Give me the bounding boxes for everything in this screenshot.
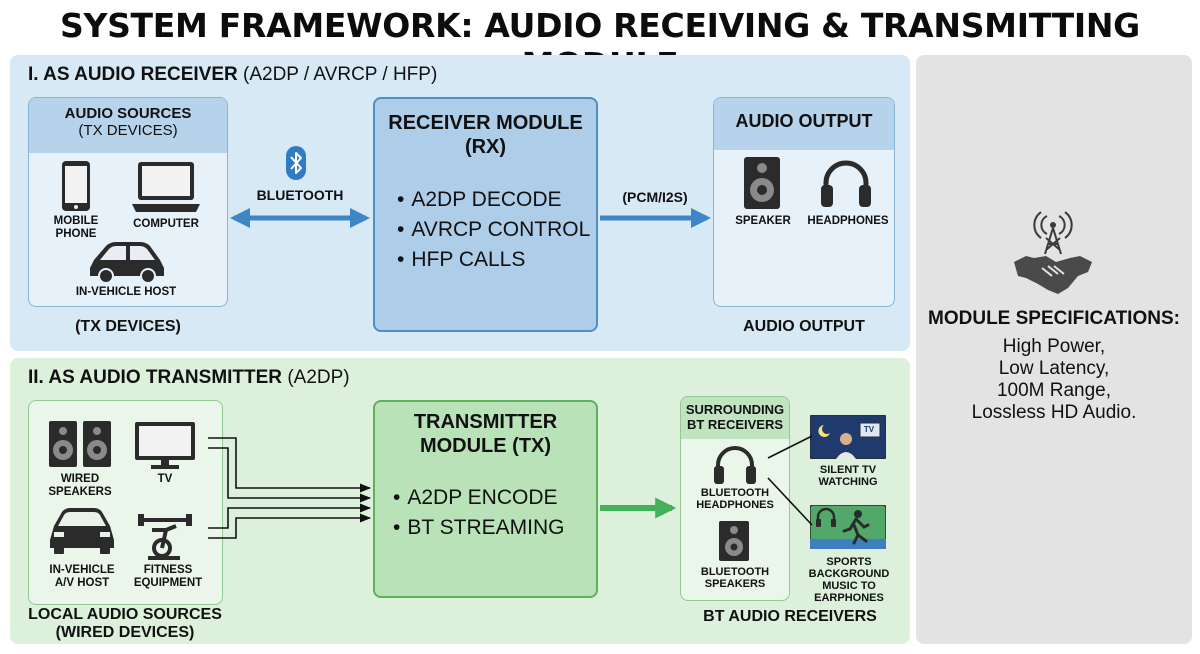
car-icon xyxy=(50,508,114,554)
speaker-label: SPEAKER xyxy=(735,215,791,227)
tv-wire-connector xyxy=(208,437,372,493)
specifications-panel xyxy=(916,55,1192,644)
silent-tv-scene-icon xyxy=(810,415,886,459)
headphones-label: HEADPHONES xyxy=(807,215,889,227)
bt-audio-receivers-footer: BT AUDIO RECEIVERS xyxy=(703,608,877,625)
receiver-feature: A2DP DECODE xyxy=(397,185,590,215)
module-specifications-list: High Power, Low Latency, 100M Range, Los… xyxy=(916,336,1192,424)
fitness-bike-icon xyxy=(138,514,192,560)
spec-line: 100M Range, xyxy=(996,380,1112,401)
in-vehicle-host-label: IN-VEHICLE HOST xyxy=(75,286,177,298)
headphones-icon xyxy=(714,446,756,484)
speaker-icon xyxy=(719,521,749,561)
receiver-module-title: RECEIVER MODULE (RX) xyxy=(388,112,583,158)
receiver-feature: HFP CALLS xyxy=(397,245,590,275)
audio-output-header: AUDIO OUTPUT xyxy=(735,111,873,131)
spec-line: Low Latency, xyxy=(998,358,1110,379)
bluetooth-headphones-label: BLUETOOTH HEADPHONES xyxy=(696,487,774,511)
bluetooth-speakers-label: BLUETOOTH SPEAKERS xyxy=(700,566,770,590)
car-icon xyxy=(90,242,164,284)
tx-devices-footer: (TX DEVICES) xyxy=(75,318,181,335)
in-vehicle-av-host-label: IN-VEHICLE A/V HOST xyxy=(49,564,115,589)
antenna-icon xyxy=(1033,211,1073,255)
speakers-wire-connector xyxy=(208,447,372,503)
module-specifications-title: MODULE SPECIFICATIONS: xyxy=(928,308,1180,329)
transmitter-feature: A2DP ENCODE xyxy=(393,483,565,513)
computer-icon xyxy=(132,162,200,212)
transmitter-section-heading: II. AS AUDIO TRANSMITTER (A2DP) xyxy=(28,367,350,388)
tv-badge-label: TV xyxy=(863,425,875,434)
silent-tv-watching-label: SILENT TV WATCHING xyxy=(818,464,878,488)
headphones-icon xyxy=(821,160,871,207)
speaker-icon xyxy=(744,157,780,209)
receiver-module-box: RECEIVER MODULE (RX) A2DP DECODE AVRCP C… xyxy=(373,97,598,332)
runner-icon xyxy=(810,505,886,549)
tv-icon xyxy=(135,422,195,469)
mobile-phone-label: MOBILE PHONE xyxy=(53,215,99,240)
receiver-feature-list: A2DP DECODE AVRCP CONTROL HFP CALLS xyxy=(397,185,590,275)
wired-speakers-label: WIRED SPEAKERS xyxy=(48,473,112,498)
speaker-icon xyxy=(49,421,111,467)
transmitter-module-title: TRANSMITTER MODULE (TX) xyxy=(413,411,558,457)
transmitter-module-box: TRANSMITTER MODULE (TX) A2DP ENCODE BT S… xyxy=(373,400,598,598)
mobile-phone-icon xyxy=(62,161,90,211)
transmitter-feature: BT STREAMING xyxy=(393,513,564,543)
car-wire-connector xyxy=(208,503,372,529)
computer-label: COMPUTER xyxy=(133,218,199,230)
audio-sources-subheader: (TX DEVICES) xyxy=(78,122,178,139)
fitness-equipment-label: FITNESS EQUIPMENT xyxy=(133,564,203,589)
spec-line: Lossless HD Audio. xyxy=(971,402,1137,423)
tv-label: TV xyxy=(157,473,173,485)
surrounding-receivers-header: SURROUNDING BT RECEIVERS xyxy=(685,402,785,432)
sports-music-label: SPORTS BACKGROUND MUSIC TO EARPHONES xyxy=(808,556,890,604)
receiver-section-heading: I. AS AUDIO RECEIVER (A2DP / AVRCP / HFP… xyxy=(28,64,438,85)
handshake-icon xyxy=(1014,256,1092,294)
fitness-wire-connector xyxy=(208,513,372,539)
receiver-feature: AVRCP CONTROL xyxy=(397,215,590,245)
pcm-i2s-label: (PCM/I2S) xyxy=(622,189,688,205)
bluetooth-icon xyxy=(286,146,306,180)
spec-line: High Power, xyxy=(1002,336,1106,357)
audio-sources-header: AUDIO SOURCES xyxy=(64,105,192,122)
transmitter-feature-list: A2DP ENCODE BT STREAMING xyxy=(393,483,565,543)
surrounding-bt-receivers-box: SURROUNDING BT RECEIVERS xyxy=(680,396,790,601)
audio-output-footer: AUDIO OUTPUT xyxy=(743,318,865,335)
local-audio-sources-footer: LOCAL AUDIO SOURCES (WIRED DEVICES) xyxy=(28,606,222,641)
headphones-scenario-connector xyxy=(767,435,813,459)
bluetooth-label: BLUETOOTH xyxy=(256,187,344,203)
sports-scenario-connector xyxy=(767,477,813,526)
